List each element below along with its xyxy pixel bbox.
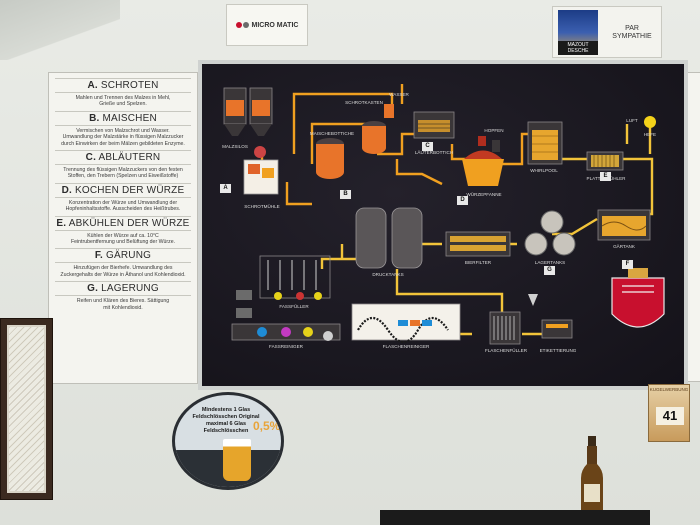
step-text: Konzentration der Würze und Umwandlung d… xyxy=(65,199,181,213)
number-sign: KUGELWERBUNG 41 xyxy=(648,384,690,442)
lauter-tun xyxy=(413,111,455,139)
label-luft: LUFT xyxy=(626,118,638,123)
storage-tanks xyxy=(524,210,576,256)
step-d: D. KOCHEN DER WÜRZE Konzentration der Wü… xyxy=(55,182,191,213)
label-whirlpool: WHIRLPOOL xyxy=(530,168,558,173)
shelf xyxy=(380,510,650,525)
round-sign-percent: 0,5% xyxy=(253,419,281,433)
step-letter: B. xyxy=(89,112,100,124)
step-text: Mahlen und Trennen des Malzes in Mehl, G… xyxy=(75,95,171,108)
framed-picture xyxy=(0,318,53,500)
label-fassreiniger: FASSREINIGER xyxy=(269,344,303,349)
sympathie-sign: MAZOUT DESCHE PAR SYMPATHIE xyxy=(552,6,662,58)
step-text: Trennung des flüssigen Malzzuckers von d… xyxy=(63,167,183,180)
label-malzsilos: MALZSILOS xyxy=(222,144,248,149)
process-diagram-svg xyxy=(223,84,665,345)
right-edge-panel xyxy=(687,72,700,382)
round-sign-text: Mindestens 1 Glas Feldschlösschen Origin… xyxy=(192,407,260,434)
label-flaschenreiniger: FLASCHENREINIGER xyxy=(382,344,430,349)
malt-silos xyxy=(223,87,273,136)
label-druecktanks: DRUCKTANKS xyxy=(372,272,404,277)
step-title: SCHROTEN xyxy=(100,80,159,91)
portrait-photo: MAZOUT DESCHE xyxy=(558,10,598,55)
label-hefe: HEFE xyxy=(643,132,657,137)
step-text: Reifen und Klären des Bieres. Sättigung … xyxy=(76,298,170,311)
step-title: KOCHEN DER WÜRZE xyxy=(75,184,185,196)
label-schrotkasten: SCHROTKASTEN xyxy=(345,100,383,105)
label-laeuterbottich: LÄUTERBOTTICH xyxy=(414,150,454,155)
bottle-washer xyxy=(351,303,461,344)
step-f: F. GÄRUNG Hinzufügen der Bierhefe. Umwan… xyxy=(55,248,191,278)
whirlpool xyxy=(527,121,563,165)
pressure-tanks xyxy=(355,207,423,269)
number-sign-value: 41 xyxy=(656,407,684,425)
label-bierfilter: BIERFILTER xyxy=(464,260,492,265)
step-letter: A. xyxy=(87,80,98,91)
step-letter: D. xyxy=(61,184,73,196)
micromatic-sign: MICRO MATIC xyxy=(226,4,308,46)
label-fassfueller: FASSFÜLLER xyxy=(279,304,309,309)
mash-tuns xyxy=(316,104,394,179)
step-text: Kühlen der Würze auf ca. 10°C Feintruben… xyxy=(70,232,176,246)
step-e: E. ABKÜHLEN DER WÜRZE Kühlen der Würze a… xyxy=(55,215,191,246)
plate-cooler xyxy=(586,116,656,171)
engraving-image xyxy=(7,325,46,493)
step-letter: G. xyxy=(87,283,99,295)
step-title: LAGERUNG xyxy=(101,283,159,295)
tag-f: F xyxy=(622,260,633,269)
fermentation-tank xyxy=(597,209,651,241)
beer-filter xyxy=(445,231,511,257)
tag-e: E xyxy=(600,172,611,181)
label-maischebottiche: MAISCHEBOTTICHE xyxy=(309,131,355,136)
photo-caption: MAZOUT DESCHE xyxy=(558,41,598,55)
beer-glass-icon xyxy=(223,439,251,481)
brewery-diagram-board: MALZSILOS SCHROTMÜHLE MAISCHEBOTTICHE SC… xyxy=(198,60,688,390)
step-title: GÄRUNG xyxy=(106,250,152,262)
step-text: Hinzufügen der Bierhefe. Umwandlung des … xyxy=(60,265,186,278)
bottle-filler xyxy=(489,294,573,345)
step-c: C. ABLÄUTERN Trennung des flüssigen Malz… xyxy=(55,150,191,180)
step-letter: F. xyxy=(94,250,104,262)
beer-bottle-icon xyxy=(581,436,603,514)
keg-filler xyxy=(236,255,331,318)
tag-a: A xyxy=(220,184,231,193)
micromatic-text: MICRO MATIC xyxy=(251,21,299,29)
step-letter: E. xyxy=(56,217,67,229)
label-gaertank: GÄRTANK xyxy=(613,244,635,249)
step-title: ABKÜHLEN DER WÜRZE xyxy=(68,217,190,229)
beer-round-sign: Mindestens 1 Glas Feldschlösschen Origin… xyxy=(172,392,284,490)
label-hopfen: HOPFEN xyxy=(484,128,504,133)
malt-mill xyxy=(243,146,279,195)
label-lagertanks: LAGERTANKS xyxy=(534,260,566,265)
label-wasser: WASSER xyxy=(389,92,409,97)
step-letter: C. xyxy=(85,152,97,164)
step-g: G. LAGERUNG Reifen und Klären des Bieres… xyxy=(55,281,191,311)
micromatic-logo-icon xyxy=(235,22,249,28)
label-etikettierung: ETIKETTIERUNG xyxy=(539,348,577,353)
step-b: B. MAISCHEN Vermischen von Malzschrot un… xyxy=(55,110,191,147)
tag-c: C xyxy=(422,142,433,151)
tag-d: D xyxy=(457,196,468,205)
step-text: Vermischen von Malzschrot und Wasser. Um… xyxy=(61,127,185,147)
process-steps-panel: A. SCHROTEN Mahlen und Trennen des Malze… xyxy=(48,72,198,384)
diagram-surface: MALZSILOS SCHROTMÜHLE MAISCHEBOTTICHE SC… xyxy=(202,64,684,386)
number-sign-top: KUGELWERBUNG xyxy=(649,387,689,392)
step-a: A. SCHROTEN Mahlen und Trennen des Malze… xyxy=(55,78,191,108)
simon-pils-crest-icon xyxy=(611,268,665,328)
step-title: MAISCHEN xyxy=(102,112,157,124)
label-wuerzepfanne: WÜRZEPFANNE xyxy=(466,192,502,197)
ceiling-slope xyxy=(0,0,120,60)
wort-kettle xyxy=(462,136,504,186)
keg-washer xyxy=(231,323,341,341)
step-title: ABLÄUTERN xyxy=(98,152,161,164)
label-flaschenfueller: FLASCHENFÜLLER xyxy=(484,348,528,353)
tag-b: B xyxy=(340,190,351,199)
label-schrotmuehle: SCHROTMÜHLE xyxy=(244,204,280,209)
sympathie-text: PAR SYMPATHIE xyxy=(612,25,652,40)
tag-g: G xyxy=(544,266,555,275)
